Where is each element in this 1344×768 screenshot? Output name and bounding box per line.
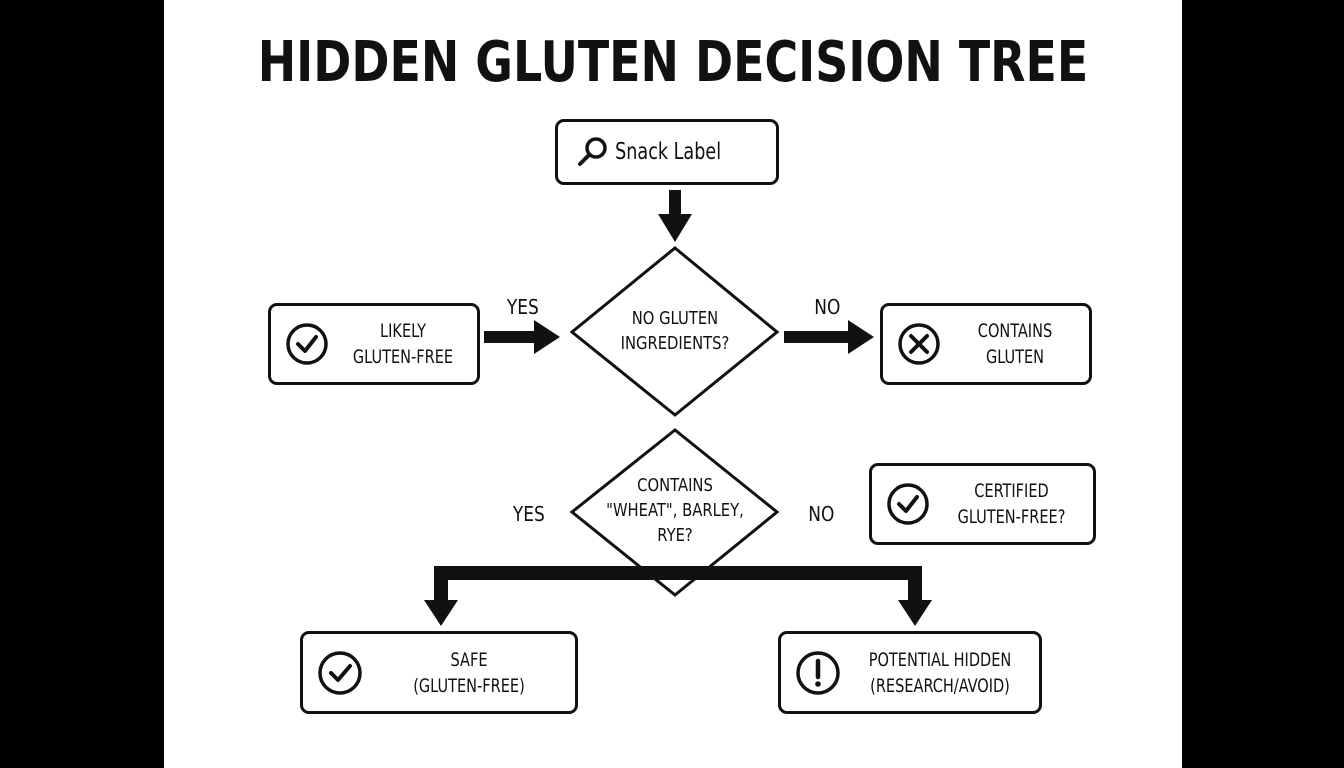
start-arrow-shaft: [669, 190, 681, 216]
contains-gluten-box: CONTAINS GLUTEN: [880, 303, 1092, 385]
start-label: Snack Label: [615, 139, 722, 165]
potential-hidden-text: POTENTIAL HIDDEN (RESEARCH/AVOID): [856, 647, 1024, 699]
contains-line2: GLUTEN: [985, 346, 1045, 368]
certified-line2: GLUTEN-FREE?: [957, 506, 1066, 528]
decision2-diamond: [569, 428, 780, 597]
decision1-no-label: NO: [814, 295, 841, 319]
potential-line2: (RESEARCH/AVOID): [870, 674, 1010, 697]
likely-line1: LIKELY: [380, 320, 426, 342]
yes1-arrow-head: [534, 320, 560, 354]
decision2-yes-label: YES: [512, 502, 545, 526]
diagram-canvas: HIDDEN GLUTEN DECISION TREE: [164, 0, 1182, 768]
safe-text: SAFE (GLUTEN-FREE): [379, 647, 559, 699]
x-circle-icon: [897, 322, 941, 366]
diagram-title: HIDDEN GLUTEN DECISION TREE: [257, 30, 1089, 95]
branch-bar: [434, 566, 922, 580]
left-branch-head: [424, 600, 458, 626]
contains-gluten-text: CONTAINS GLUTEN: [952, 318, 1078, 370]
potential-hidden-box: POTENTIAL HIDDEN (RESEARCH/AVOID): [778, 631, 1042, 714]
decision1-diamond: [569, 246, 780, 417]
yes1-arrow-shaft: [484, 331, 536, 343]
likely-gluten-free-box: LIKELY GLUTEN-FREE: [268, 303, 480, 385]
right-branch-shaft: [908, 566, 922, 602]
connector-layer: [424, 190, 932, 626]
decision1-text: NO GLUTEN INGREDIENTS?: [593, 306, 757, 356]
decision2-text: CONTAINS "WHEAT", BARLEY, RYE?: [593, 473, 757, 548]
decision2-line1: CONTAINS: [637, 475, 713, 496]
likely-gluten-free-text: LIKELY GLUTEN-FREE: [340, 318, 466, 370]
decision2-line3: RYE?: [657, 525, 693, 546]
decision1-line1: NO GLUTEN: [631, 308, 719, 329]
right-branch-head: [898, 600, 932, 626]
contains-line1: CONTAINS: [977, 320, 1053, 342]
certified-gluten-free-box: CERTIFIED GLUTEN-FREE?: [869, 463, 1096, 545]
start-box: Snack Label: [555, 119, 779, 185]
search-icon: [576, 135, 610, 169]
start-arrow-head: [658, 214, 692, 242]
decision2-no-label: NO: [808, 502, 835, 526]
potential-line1: POTENTIAL HIDDEN: [868, 648, 1012, 671]
no1-arrow-head: [848, 320, 874, 354]
likely-line2: GLUTEN-FREE: [352, 346, 454, 368]
exclamation-circle-icon: [795, 650, 841, 696]
check-circle-icon: [886, 482, 930, 526]
check-circle-icon: [285, 322, 329, 366]
decision1-yes-label: YES: [506, 295, 539, 319]
decision1-line2: INGREDIENTS?: [620, 333, 730, 354]
safe-box: SAFE (GLUTEN-FREE): [300, 631, 578, 714]
no1-arrow-shaft: [784, 331, 850, 343]
safe-line1: SAFE: [450, 648, 488, 671]
safe-line2: (GLUTEN-FREE): [413, 674, 525, 697]
decision2-line2: "WHEAT", BARLEY,: [606, 500, 744, 521]
certified-gluten-free-text: CERTIFIED GLUTEN-FREE?: [942, 478, 1081, 530]
check-circle-icon: [317, 650, 363, 696]
certified-line1: CERTIFIED: [974, 480, 1049, 502]
left-branch-shaft: [434, 566, 448, 602]
